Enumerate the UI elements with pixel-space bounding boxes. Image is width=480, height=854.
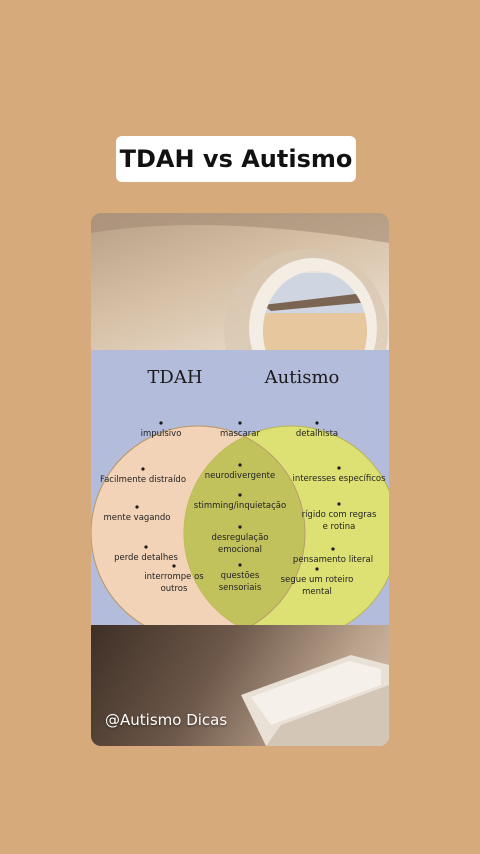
autismo-item-1: interesses específicos	[292, 474, 386, 484]
tdah-item-4-line-0: interrompe os	[144, 572, 204, 582]
shared-item-3-line-0: desregulação	[211, 533, 268, 543]
tdah-item-2: mente vagando	[104, 513, 171, 523]
shared-item-1: neurodivergente	[205, 471, 275, 481]
tdah-item-3: perde detalhes	[114, 553, 178, 563]
shared-item-2: stimming/inquietação	[194, 501, 286, 511]
airplane-tray-photo	[91, 625, 389, 746]
tdah-item-1: Facilmente distraído	[100, 475, 186, 485]
shared-item-3-line-1: emocional	[218, 545, 262, 555]
autismo-item-bullet-2	[337, 502, 341, 506]
autismo-item-4-line-0: segue um roteiro	[281, 575, 354, 585]
tdah-heading: TDAH	[147, 367, 202, 388]
autismo-item-bullet-4	[315, 567, 319, 571]
autismo-item-4-line-1: mental	[302, 587, 332, 597]
autismo-item-bullet-1	[337, 466, 341, 470]
page-title: TDAH vs Autismo	[116, 136, 356, 182]
shared-item-bullet-1	[238, 463, 242, 467]
autismo-item-bullet-3	[331, 547, 335, 551]
shared-item-0: mascarar	[220, 429, 261, 439]
overlap-region	[184, 426, 305, 625]
tdah-item-0: impulsivo	[141, 429, 182, 439]
shared-item-4-line-0: questões	[221, 571, 260, 581]
shared-item-4-line-1: sensoriais	[219, 583, 262, 593]
autismo-item-3: pensamento literal	[293, 555, 373, 565]
autismo-item-2-line-0: rígido com regras	[302, 510, 377, 520]
tdah-item-4-line-1: outros	[161, 584, 188, 594]
tdah-item-bullet-4	[172, 564, 176, 568]
shared-item-bullet-3	[238, 525, 242, 529]
tdah-item-bullet-3	[144, 545, 148, 549]
autismo-item-0: detalhista	[296, 429, 338, 439]
tdah-item-bullet-2	[135, 505, 139, 509]
tdah-item-bullet-0	[159, 421, 163, 425]
airplane-window-photo	[91, 213, 389, 350]
shared-item-bullet-0	[238, 421, 242, 425]
autismo-item-2-line-1: e rotina	[323, 522, 356, 532]
autismo-item-bullet-0	[315, 421, 319, 425]
tdah-item-bullet-1	[141, 467, 145, 471]
autismo-heading: Autismo	[264, 367, 340, 388]
author-handle: @Autismo Dicas	[105, 711, 228, 729]
shared-item-bullet-4	[238, 563, 242, 567]
shared-item-bullet-2	[238, 493, 242, 497]
